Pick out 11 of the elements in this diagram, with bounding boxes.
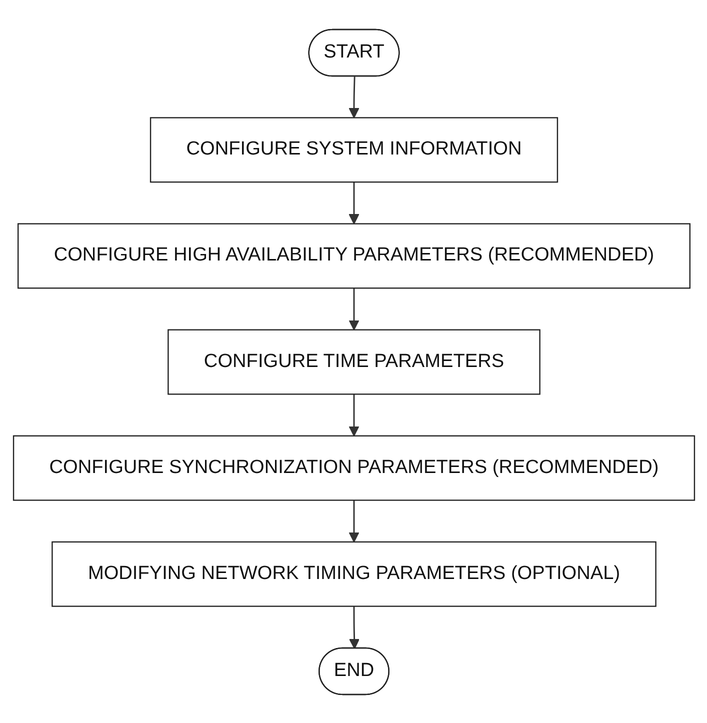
arrow (348, 182, 359, 224)
node-box: CONFIGURE SYNCHRONIZATION PARAMETERS (RECOMMENDED) (12, 434, 695, 500)
node-box: CONFIGURE SYSTEM INFORMATION (149, 116, 558, 182)
arrow (348, 606, 360, 649)
arrow (348, 288, 359, 330)
arrow (348, 394, 359, 436)
node-box: MODIFYING NETWORK TIMING PARAMETERS (OPTIONAL) (51, 540, 656, 606)
node-box: CONFIGURE HIGH AVAILABILITY PARAMETERS (RECOMMENDED) (17, 222, 690, 288)
node-box: CONFIGURE TIME PARAMETERS (167, 328, 540, 394)
arrow (348, 76, 359, 118)
arrow (348, 500, 359, 542)
